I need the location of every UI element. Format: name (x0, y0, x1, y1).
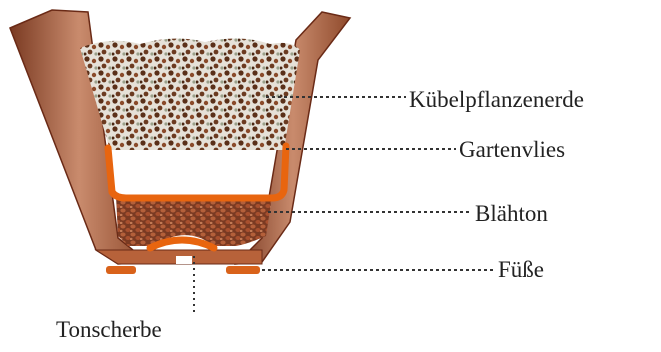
drainage-hole (176, 256, 192, 264)
label-pot-feet: Füße (498, 258, 544, 281)
pot-foot-left (106, 266, 136, 274)
label-pottery-shard: Tonscherbe (56, 318, 162, 341)
label-potting-soil: Kübelpflanzenerde (409, 88, 584, 111)
garden-fleece (108, 146, 286, 198)
label-garden-fleece: Gartenvlies (459, 138, 565, 161)
label-expanded-clay: Blähton (475, 202, 548, 225)
pottery-shard (150, 240, 214, 248)
soil-layer (80, 38, 300, 150)
pot-foot-right (226, 266, 260, 274)
